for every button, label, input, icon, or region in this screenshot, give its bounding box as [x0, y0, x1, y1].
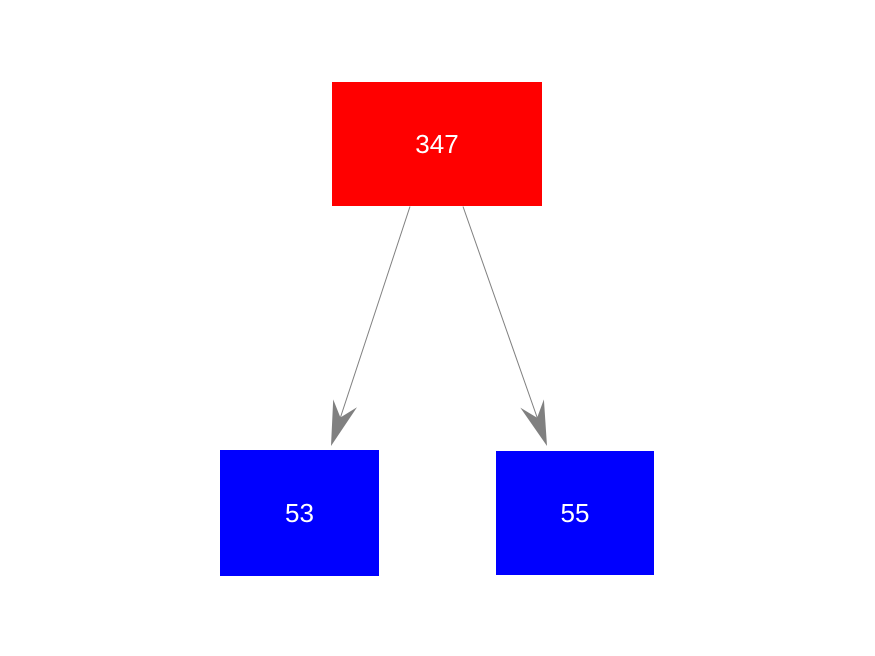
edge-root-to-left: [331, 206, 411, 446]
arrowhead-left-icon: [331, 399, 357, 446]
tree-node-left-child-label: 53: [285, 498, 314, 528]
edge-line-left: [333, 206, 411, 438]
tree-node-root-label: 347: [415, 129, 459, 159]
tree-node-right-child[interactable]: 55: [496, 451, 654, 575]
edge-root-to-right: [462, 206, 547, 446]
edge-line-right: [462, 206, 545, 438]
tree-node-right-child-label: 55: [560, 498, 590, 528]
tree-node-left-child[interactable]: 53: [220, 450, 379, 576]
arrowhead-right-icon: [520, 399, 547, 446]
tree-node-root[interactable]: 347: [332, 82, 542, 206]
